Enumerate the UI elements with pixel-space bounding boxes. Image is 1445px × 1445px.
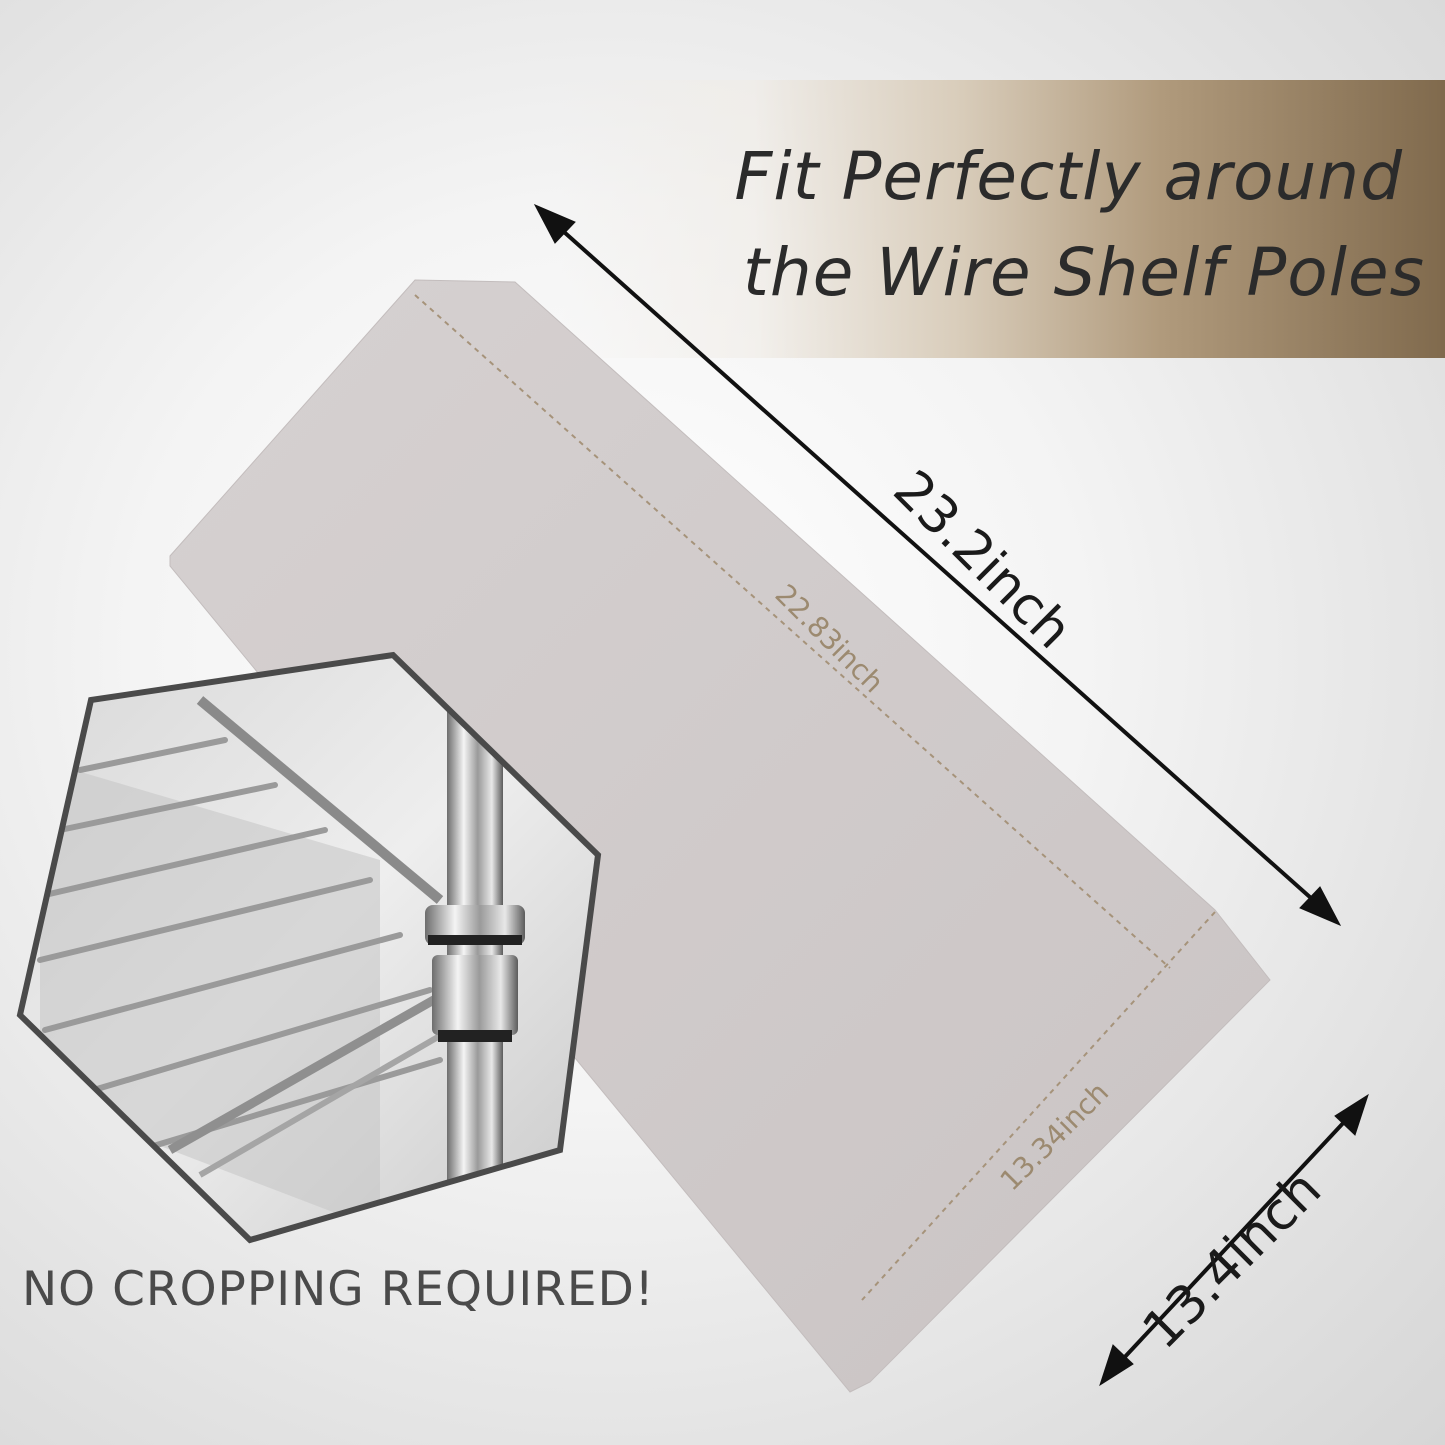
headline-line-1: Fit Perfectly around (734, 138, 1403, 215)
headline-banner (560, 80, 1445, 358)
no-cropping-callout: NO CROPPING REQUIRED! (22, 1262, 655, 1317)
pole-detail-inset (16, 651, 602, 1244)
shelf-liner (169, 279, 1271, 1393)
inner-length-dashed-line (414, 294, 1171, 969)
length-arrow (533, 203, 1342, 927)
width-arrow (1099, 1093, 1369, 1387)
inner-width-dashed-line (861, 911, 1216, 1301)
headline-line-2: the Wire Shelf Poles (743, 234, 1425, 311)
